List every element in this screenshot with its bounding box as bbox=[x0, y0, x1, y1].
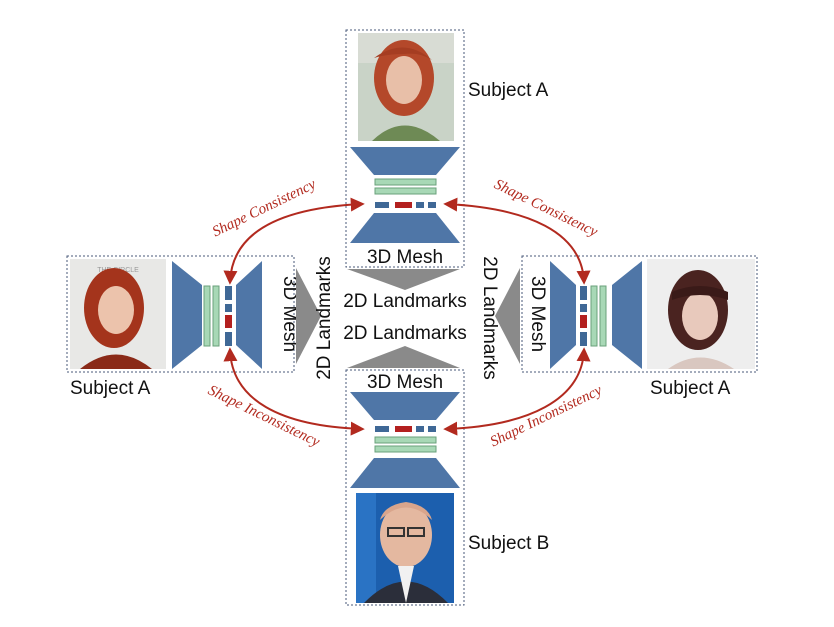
feature-bar bbox=[599, 285, 607, 347]
photo-subject-a-right bbox=[647, 259, 755, 369]
encoder-right bbox=[550, 261, 576, 369]
photo-subject-b-bottom bbox=[356, 493, 454, 603]
panel-top bbox=[345, 29, 465, 268]
feature-bar bbox=[374, 187, 437, 195]
decoder-left bbox=[236, 261, 262, 369]
feature-bar bbox=[374, 445, 437, 453]
encoder-bottom bbox=[350, 392, 460, 420]
arrow-consistency-left bbox=[223, 197, 365, 285]
arrow-inconsistency-right bbox=[443, 347, 591, 436]
shape-inconsistency-label-left: Shape Inconsistency bbox=[205, 382, 322, 450]
photo-subject-a-top bbox=[358, 33, 454, 141]
subject-label-bottom: Subject B bbox=[468, 533, 549, 554]
decoder-top bbox=[350, 213, 460, 243]
feature-bar bbox=[212, 285, 220, 347]
mesh-label-right: 3D Mesh bbox=[527, 276, 548, 352]
landmarks-label-left: 2D Landmarks bbox=[314, 256, 335, 380]
decoder-right bbox=[612, 261, 642, 369]
feature-bar bbox=[374, 436, 437, 444]
arrow-consistency-right bbox=[443, 197, 591, 285]
panel-bottom bbox=[345, 369, 465, 606]
panel-left bbox=[66, 255, 295, 373]
feature-bar bbox=[374, 178, 437, 186]
shape-code-top bbox=[375, 202, 436, 208]
encoder-top bbox=[350, 147, 460, 175]
shape-code-bottom bbox=[375, 426, 436, 432]
shape-code-right bbox=[580, 286, 587, 346]
encoder-left bbox=[172, 261, 202, 369]
feature-bar bbox=[203, 285, 211, 347]
mesh-label-bottom: 3D Mesh bbox=[367, 372, 443, 393]
shape-code-left bbox=[225, 286, 232, 346]
landmark-arrow-left bbox=[296, 268, 321, 364]
subject-label-top: Subject A bbox=[468, 80, 549, 101]
landmarks-label-center-top: 2D Landmarks bbox=[343, 291, 467, 312]
shape-consistency-label-right: Shape Consistency bbox=[492, 176, 601, 240]
mesh-label-left: 3D Mesh bbox=[279, 276, 300, 352]
shape-consistency-label-left: Shape Consistency bbox=[210, 176, 319, 240]
landmark-arrow-down bbox=[347, 269, 460, 290]
landmark-arrow-right bbox=[495, 268, 520, 364]
subject-label-left: Subject A bbox=[70, 378, 151, 399]
subject-label-right: Subject A bbox=[650, 378, 731, 399]
landmarks-label-right: 2D Landmarks bbox=[479, 256, 500, 380]
decoder-bottom bbox=[350, 458, 460, 488]
feature-bar bbox=[590, 285, 598, 347]
landmark-arrow-up bbox=[347, 346, 460, 368]
photo-subject-a-left: THE CIRCLE bbox=[70, 259, 166, 369]
mesh-label-top: 3D Mesh bbox=[367, 247, 443, 268]
arrow-inconsistency-left bbox=[223, 347, 365, 436]
shape-inconsistency-label-right: Shape Inconsistency bbox=[488, 382, 605, 450]
landmarks-label-center-bottom: 2D Landmarks bbox=[343, 323, 467, 344]
panel-right bbox=[521, 255, 758, 373]
